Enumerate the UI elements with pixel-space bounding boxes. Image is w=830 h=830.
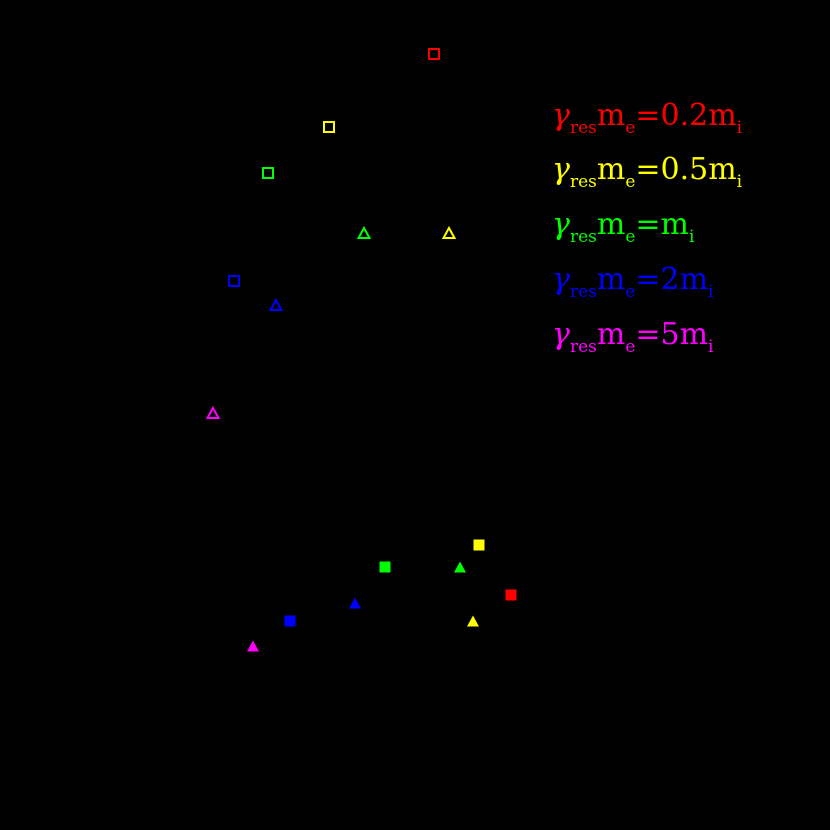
- legend-eq: =m: [635, 207, 689, 242]
- legend-m: m: [596, 262, 626, 297]
- legend-m: m: [596, 207, 626, 242]
- legend-sub-res: res: [569, 227, 597, 247]
- legend-sub-res: res: [569, 282, 597, 302]
- legend-sub-i: i: [708, 282, 714, 302]
- filled-square-marker: [284, 615, 296, 627]
- legend-sub-e: e: [625, 118, 636, 138]
- legend-entry-5: γresme=5mi: [552, 317, 713, 357]
- legend-sub-res: res: [569, 172, 597, 192]
- legend-sub-e: e: [625, 227, 636, 247]
- legend-sub-e: e: [625, 172, 636, 192]
- legend-eq: =0.5m: [635, 152, 737, 187]
- legend-sub-i: i: [736, 172, 743, 192]
- legend-sub-i: i: [688, 227, 695, 247]
- filled-triangle-marker: [247, 640, 259, 652]
- legend-sub-e: e: [625, 282, 636, 302]
- legend-entry-0-5: γresme=0.5mi: [552, 152, 742, 192]
- legend-entry-0-2: γresme=0.2mi: [552, 98, 742, 138]
- filled-square-marker: [505, 589, 517, 601]
- legend-sub-res: res: [569, 118, 597, 138]
- legend-gamma: γ: [552, 152, 570, 187]
- legend-entry-1: γresme=mi: [552, 207, 694, 247]
- filled-triangle-marker: [467, 615, 479, 627]
- filled-square-marker: [473, 539, 485, 551]
- filled-triangle-marker: [349, 597, 361, 609]
- open-square-marker: [428, 48, 440, 60]
- legend-gamma: γ: [552, 317, 570, 352]
- open-square-marker: [262, 167, 274, 179]
- open-square-marker: [323, 121, 335, 133]
- legend-m: m: [596, 98, 626, 133]
- legend-m: m: [596, 317, 626, 352]
- open-triangle-marker: [205, 405, 221, 419]
- legend-eq: =0.2m: [635, 98, 737, 133]
- legend-sub-res: res: [569, 337, 597, 357]
- filled-square-marker: [379, 561, 391, 573]
- filled-triangle-marker: [454, 561, 466, 573]
- open-square-marker: [228, 275, 240, 287]
- open-triangle-marker: [356, 225, 372, 239]
- legend-eq: =5m: [635, 317, 709, 352]
- legend-gamma: γ: [552, 262, 570, 297]
- open-triangle-marker: [268, 297, 284, 311]
- legend-sub-i: i: [708, 337, 714, 357]
- legend-entry-2: γresme=2mi: [552, 262, 713, 302]
- legend-gamma: γ: [552, 98, 570, 133]
- legend-sub-i: i: [736, 118, 743, 138]
- legend-eq: =2m: [635, 262, 709, 297]
- legend-m: m: [596, 152, 626, 187]
- open-triangle-marker: [441, 225, 457, 239]
- legend-gamma: γ: [552, 207, 570, 242]
- legend-sub-e: e: [625, 337, 636, 357]
